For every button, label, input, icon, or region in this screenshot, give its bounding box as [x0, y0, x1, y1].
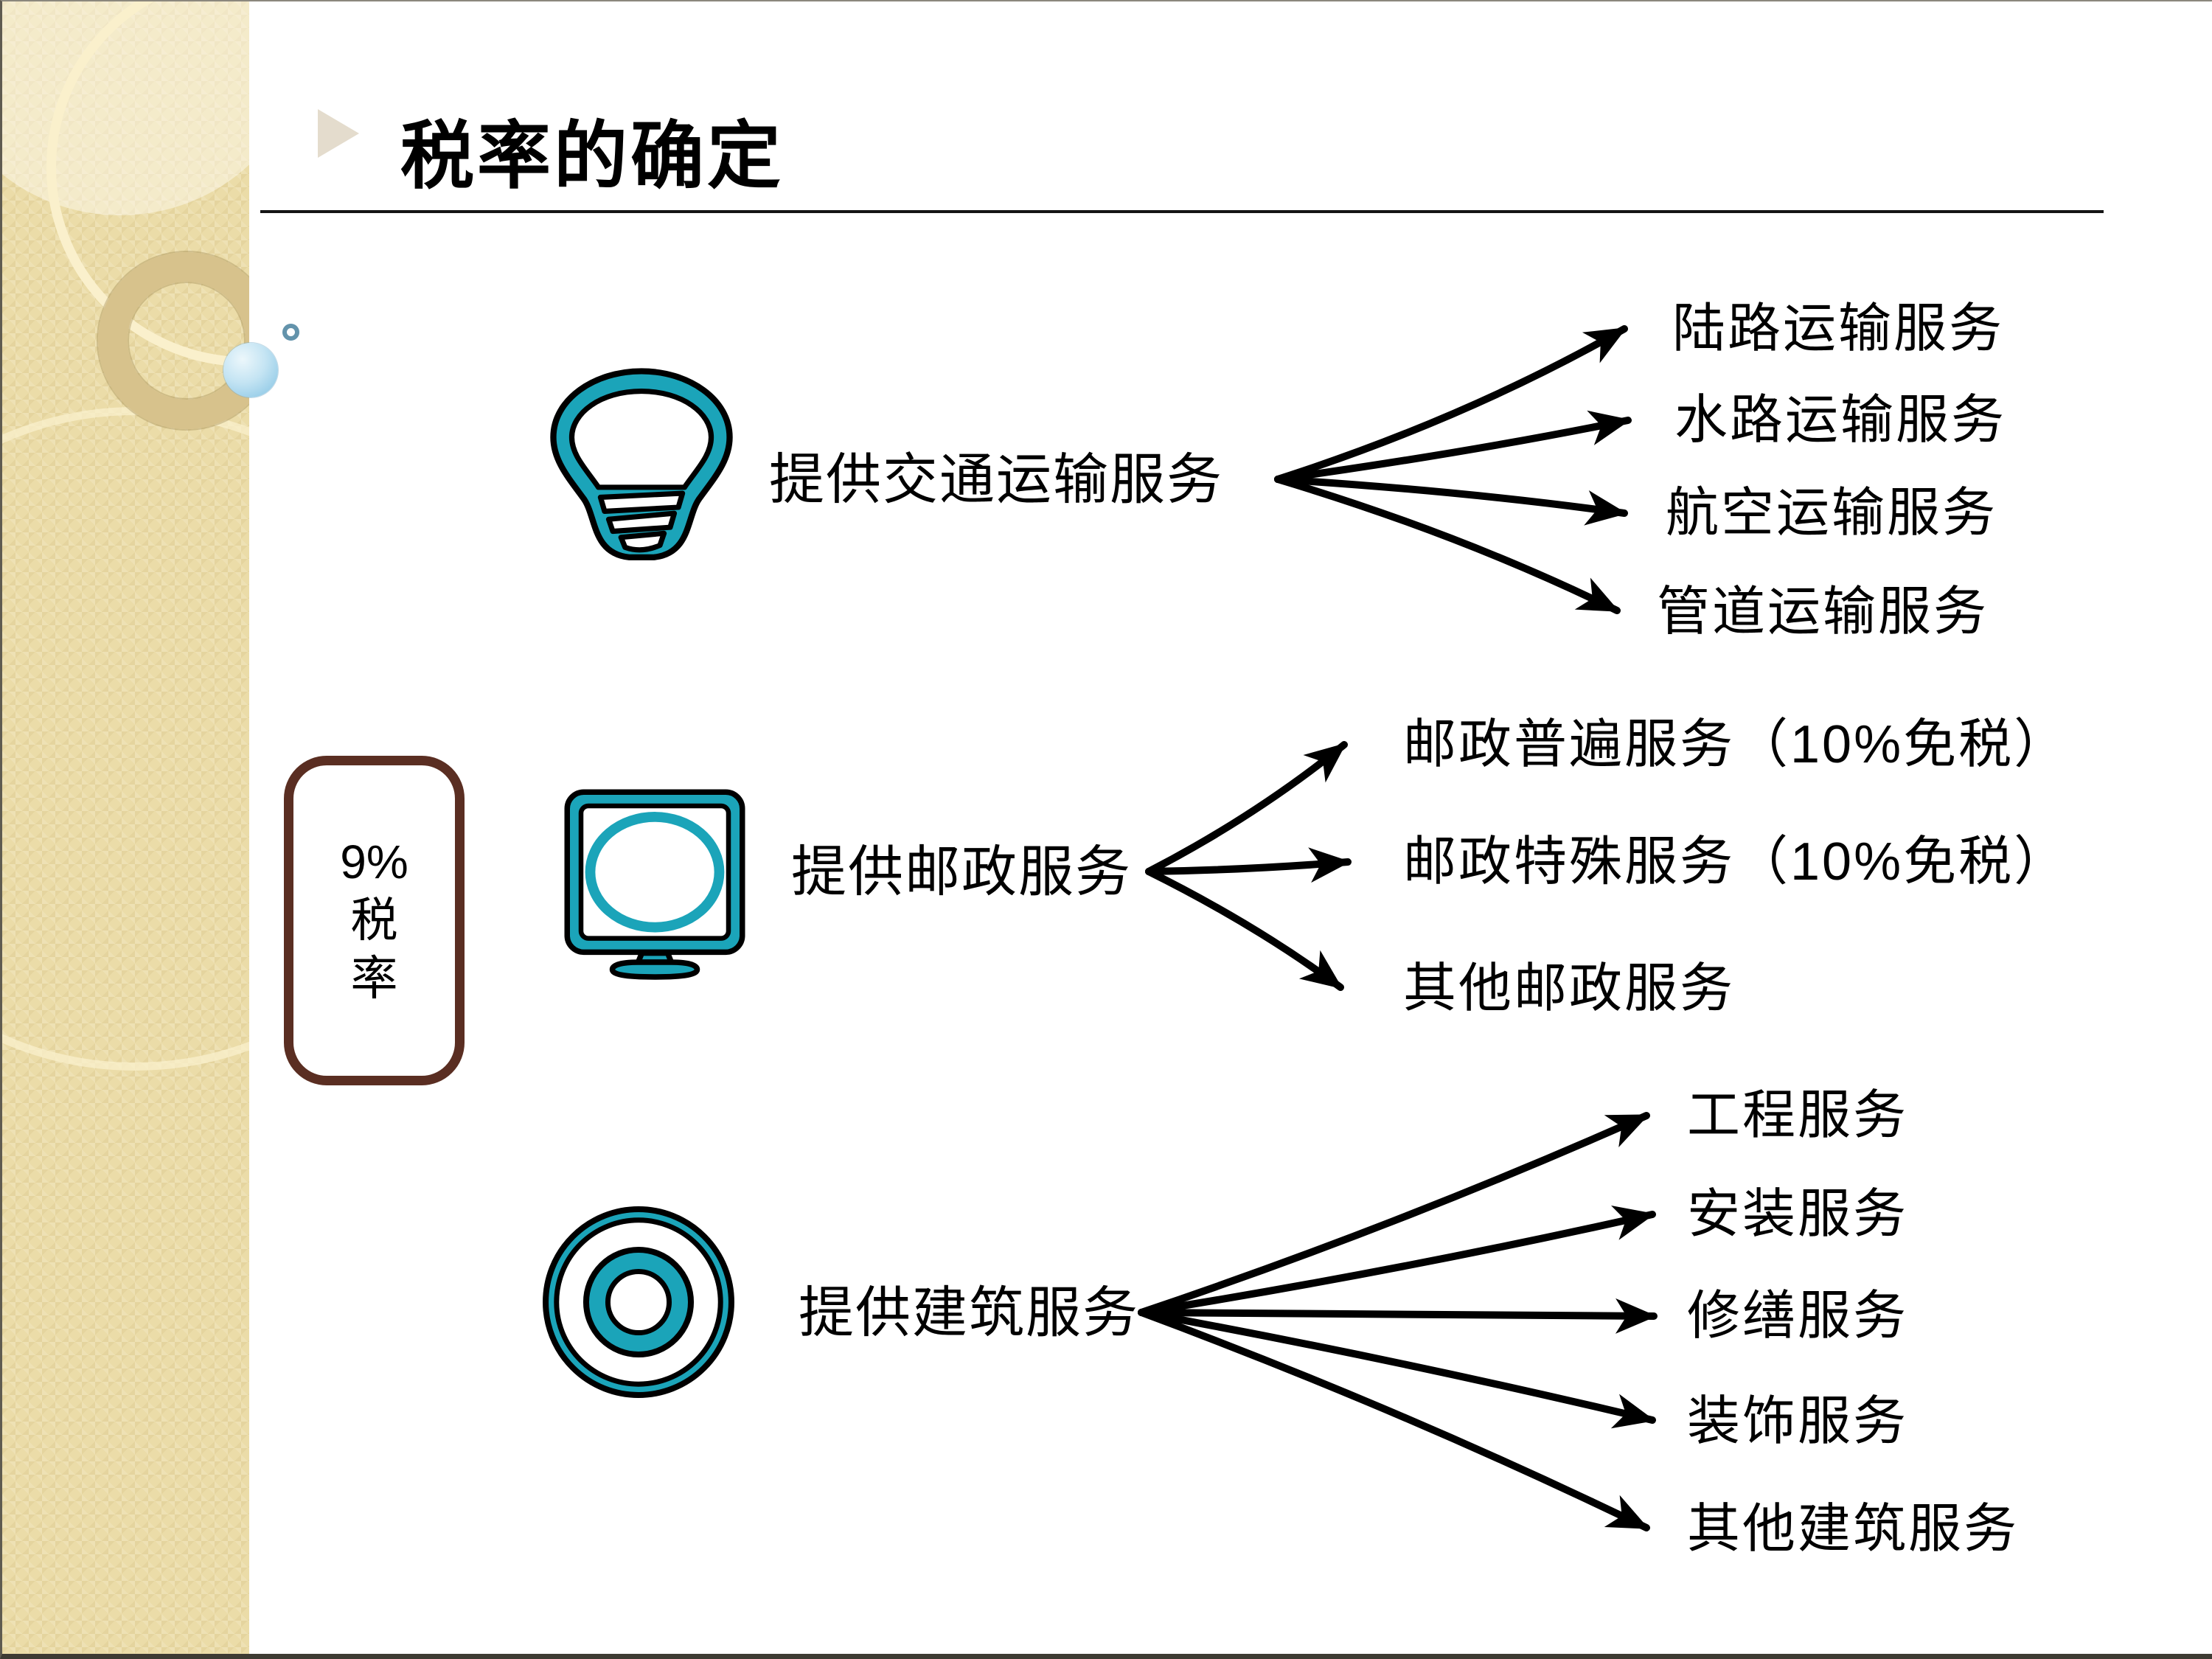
rate-percent: 9% — [340, 835, 408, 888]
rate-badge: 9% 税 率 — [284, 756, 465, 1085]
group-label-transport: 提供交通运输服务 — [769, 448, 1224, 510]
arrow — [1138, 1298, 1658, 1334]
target-icon — [540, 1203, 737, 1401]
rate-word-2: 率 — [350, 952, 398, 1005]
arrow — [1138, 1205, 1656, 1316]
page-title: 税率的确定 — [400, 112, 784, 199]
triangle-bullet-icon — [318, 109, 359, 158]
monitor-icon — [563, 787, 747, 981]
tree-leaf-label: 其他建筑服务 — [1687, 1500, 2020, 1559]
cream-ring-decoration-2 — [2, 407, 249, 1071]
arrow — [1138, 1309, 1650, 1531]
tree-leaf-label: 修缮服务 — [1687, 1287, 1909, 1346]
arrow — [1274, 325, 1628, 483]
tree-leaf-label: 安装服务 — [1687, 1185, 1909, 1244]
tree-leaf-label: 航空运输服务 — [1666, 484, 1998, 543]
group-label-postal: 提供邮政服务 — [791, 841, 1133, 902]
small-ring-decoration — [282, 324, 299, 341]
rate-word-1: 税 — [350, 894, 398, 947]
tree-leaf-label: 邮政普遍服务（10%免税） — [1403, 715, 2070, 774]
arrow — [1145, 847, 1352, 883]
arrow — [1145, 868, 1344, 991]
tree-leaf-label: 邮政特殊服务（10%免税） — [1403, 832, 2070, 891]
tree-leaf-label: 装饰服务 — [1687, 1392, 1909, 1451]
tree-leaf-label: 管道运输服务 — [1657, 582, 1989, 641]
tree-leaf-label: 水路运输服务 — [1674, 391, 2007, 450]
tree-leaf-label: 陆路运输服务 — [1672, 299, 2005, 358]
arrow — [1274, 476, 1628, 526]
arrow — [1138, 1112, 1650, 1316]
tree-leaf-label: 工程服务 — [1687, 1086, 1909, 1145]
arrow — [1145, 741, 1348, 875]
lightbulb-icon — [539, 367, 744, 563]
arrow — [1274, 410, 1632, 483]
arrow — [1274, 476, 1621, 614]
arrow — [1138, 1309, 1656, 1429]
title-underline — [260, 210, 2104, 213]
blue-sphere-decoration — [223, 343, 278, 397]
group-label-construction: 提供建筑服务 — [799, 1281, 1140, 1343]
tree-leaf-label: 其他邮政服务 — [1403, 959, 1736, 1018]
sidebar-decoration — [2, 1, 249, 1654]
